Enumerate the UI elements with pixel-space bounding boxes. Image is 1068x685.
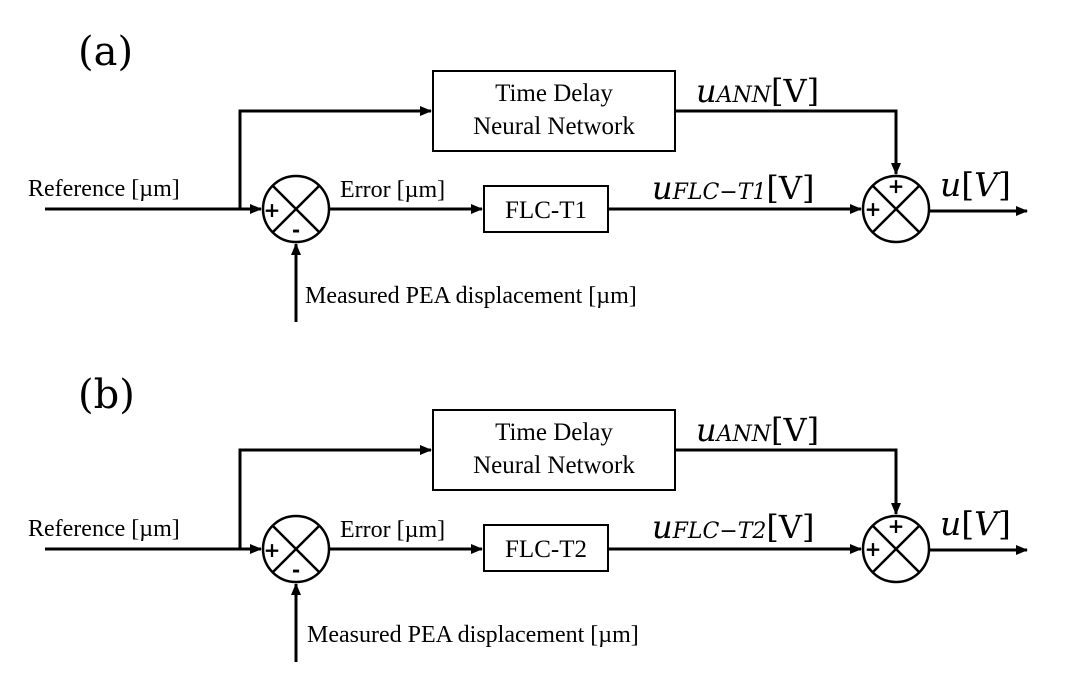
panel-b-u-output-label: u[V] xyxy=(940,504,1011,543)
panel-b-tdnn-line1: Time Delay xyxy=(495,419,613,446)
panel-a-summing-junction-1: + - xyxy=(261,174,331,244)
panel-b-measured-label: Measured PEA displacement [µm] xyxy=(307,622,639,648)
panel-a-sum2-plus-top-sign: + xyxy=(888,174,905,198)
panel-a-tdnn-line1: Time Delay xyxy=(495,80,613,107)
panel-a-sum1-minus-sign: - xyxy=(292,218,300,242)
panel-b-summing-junction-1: + - xyxy=(261,514,331,584)
panel-a-flc-block xyxy=(483,185,609,233)
panel-a: (a) Time Delay Neural Network FLC-T1 + -… xyxy=(28,29,1028,322)
panel-b-flc-label: FLC-T2 xyxy=(505,536,587,563)
panel-b-summing-junction-2: + + xyxy=(861,514,931,584)
panel-a-reference-label: Reference [µm] xyxy=(28,176,180,202)
panel-b-reference-label: Reference [µm] xyxy=(28,516,180,542)
panel-b-sum2-plus-left-sign: + xyxy=(865,537,882,561)
panel-a-error-label: Error [µm] xyxy=(340,177,445,203)
panel-a-measured-label: Measured PEA displacement [µm] xyxy=(305,283,637,309)
panel-a-feedforward-arrow xyxy=(238,106,432,209)
panel-a-sum2-plus-left-sign: + xyxy=(865,197,882,221)
panel-a-summing-junction-2: + + xyxy=(861,174,931,244)
panel-a-flc-label: FLC-T1 xyxy=(505,197,587,224)
panel-b-sum2-plus-top-sign: + xyxy=(888,514,905,538)
panel-b-feedforward-arrow xyxy=(238,445,432,549)
panel-b-u-ann-label: uANN[V] xyxy=(696,411,819,449)
panel-a-sum1-plus-sign: + xyxy=(264,198,281,222)
panel-b-label: (b) xyxy=(78,372,135,418)
panel-b-sum1-minus-sign: - xyxy=(292,558,300,582)
panel-b-ann-output-arrow xyxy=(675,448,901,515)
panel-a-u-output-label: u[V] xyxy=(940,165,1011,204)
panel-b-tdnn-line2: Neural Network xyxy=(473,452,635,479)
panel-b-error-label: Error [µm] xyxy=(340,517,445,543)
panel-a-u-ann-label: uANN[V] xyxy=(696,72,819,110)
panel-b-tdnn-block xyxy=(432,409,676,491)
panel-b: (b) Time Delay Neural Network FLC-T2 + -… xyxy=(28,372,1028,662)
panel-a-tdnn-line2: Neural Network xyxy=(473,113,635,140)
panel-a-label: (a) xyxy=(78,29,133,75)
panel-a-u-flc-label: uFLC−T1[V] xyxy=(652,169,815,207)
panel-a-ann-output-arrow xyxy=(675,109,901,175)
panel-b-sum1-plus-sign: + xyxy=(264,538,281,562)
panel-a-tdnn-block xyxy=(432,70,676,152)
panel-b-u-flc-label: uFLC−T2[V] xyxy=(652,508,815,546)
